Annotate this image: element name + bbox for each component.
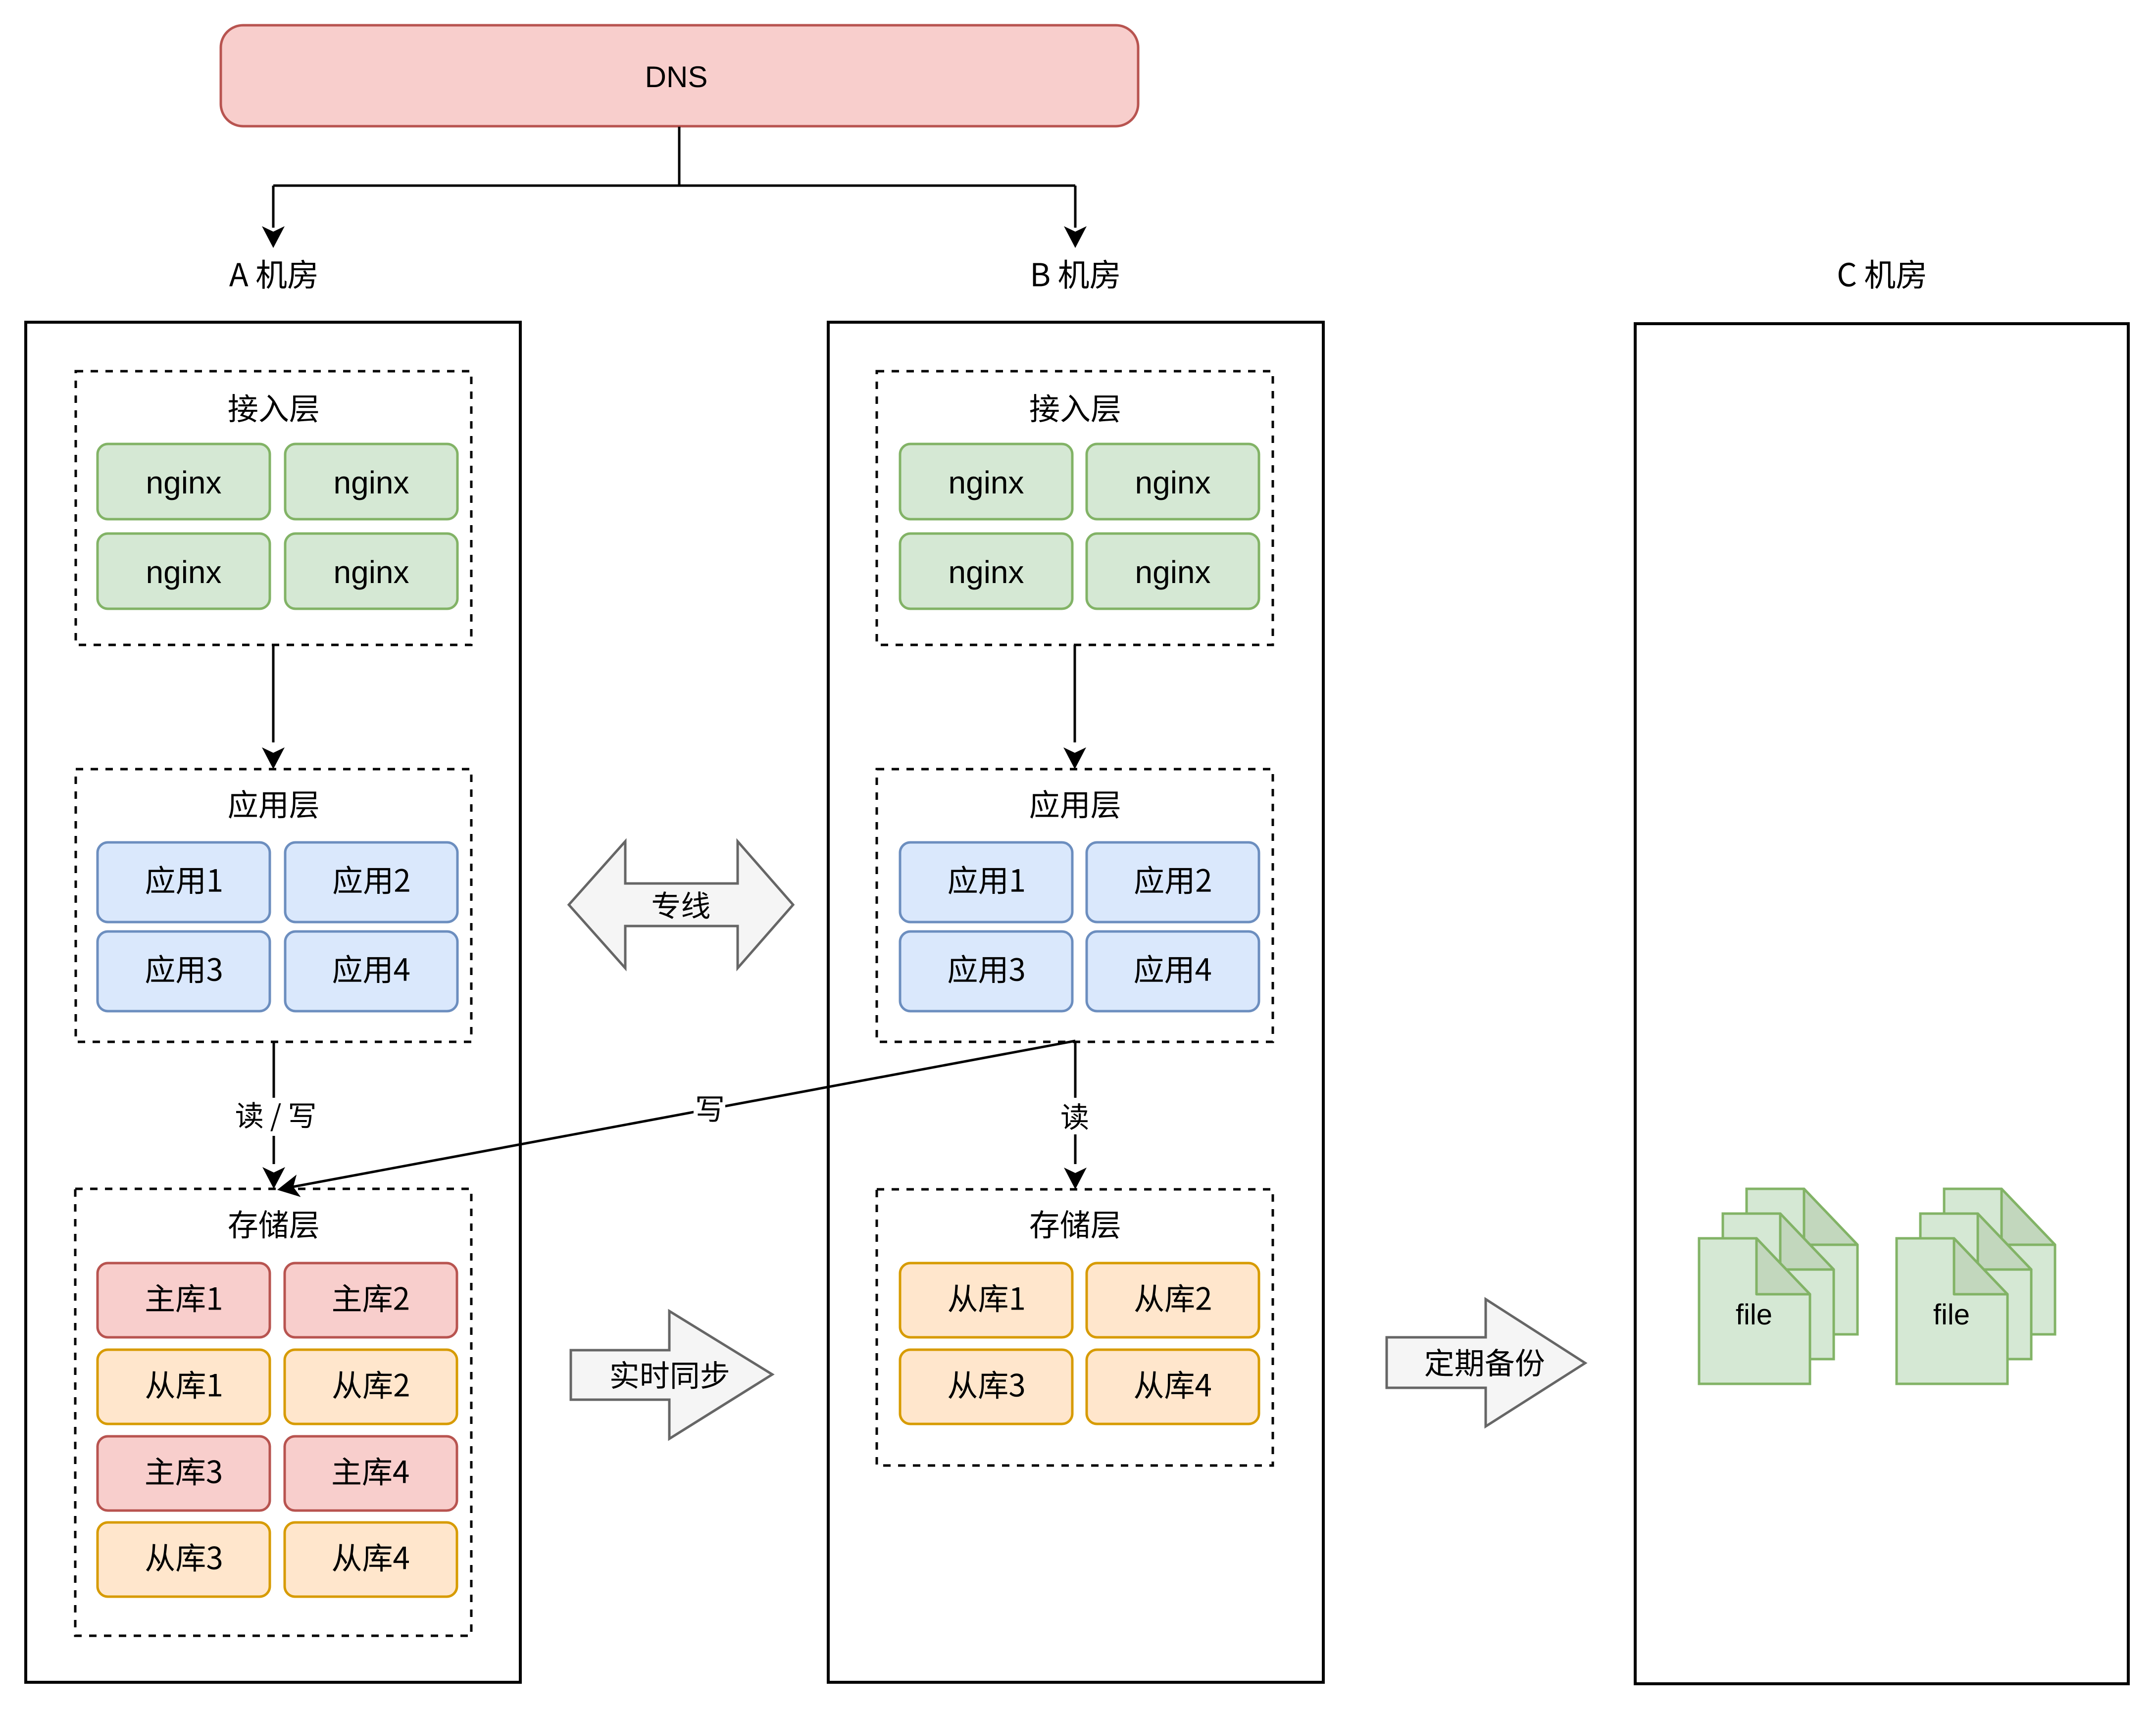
svg-text:nginx: nginx <box>949 554 1024 590</box>
svg-text:file: file <box>1736 1299 1772 1331</box>
svg-text:file: file <box>1933 1299 1970 1331</box>
svg-text:nginx: nginx <box>949 465 1024 500</box>
svg-text:DNS: DNS <box>645 60 708 94</box>
svg-text:nginx: nginx <box>1135 554 1211 590</box>
svg-text:nginx: nginx <box>334 465 409 500</box>
svg-text:nginx: nginx <box>1135 465 1211 500</box>
svg-text:nginx: nginx <box>146 554 222 590</box>
svg-text:nginx: nginx <box>334 554 409 590</box>
svg-text:nginx: nginx <box>146 465 222 500</box>
